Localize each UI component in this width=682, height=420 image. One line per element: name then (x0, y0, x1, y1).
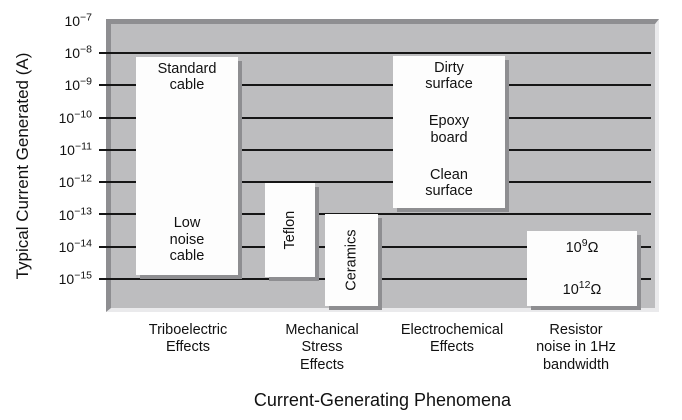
bar-label-standard-cable: Standard cable (157, 61, 217, 94)
y-axis-title: Typical Current Generated (A) (13, 52, 32, 280)
bar-label-epoxy-board: Epoxy board (428, 113, 470, 146)
bar-label-clean-surface: Clean surface (425, 166, 473, 199)
y-tick-label: 10−13 (58, 205, 92, 223)
gridline (99, 52, 651, 54)
x-category-triboelectric: Triboelectric Effects (148, 322, 228, 356)
bar-label-1e12-ohm: 1012Ω (562, 278, 602, 298)
range-bar-teflon: Teflon (265, 183, 315, 277)
gridline (99, 84, 651, 86)
bar-label-low-noise-cable: Low noise cable (169, 215, 205, 264)
range-bar-electrochemical: Dirty surface Epoxy board Clean surface (393, 56, 505, 208)
range-bar-triboelectric: Standard cable Low noise cable (136, 57, 238, 275)
gridline (99, 181, 651, 183)
y-tick-label: 10−11 (59, 140, 92, 158)
gridline (99, 149, 651, 151)
bar-label-teflon: Teflon (281, 210, 298, 250)
y-tick-label: 10−15 (58, 269, 92, 287)
range-bar-ceramics: Ceramics (325, 214, 378, 306)
y-tick-label: 10−8 (64, 43, 92, 61)
x-category-mechanical-stress: Mechanical Stress Effects (285, 322, 359, 373)
y-tick-label: 10−12 (58, 172, 92, 190)
x-axis-title: Current-Generating Phenomena (253, 390, 512, 410)
y-tick-label: 10−10 (58, 108, 92, 126)
bar-label-1e9-ohm: 109Ω (565, 237, 599, 256)
y-tick-label: 10−14 (58, 237, 92, 255)
range-bar-resistor-noise: 109Ω 1012Ω (527, 231, 637, 306)
plot-area: Standard cable Low noise cable Teflon Ce… (99, 19, 659, 312)
x-category-resistor-noise: Resistor noise in 1Hz bandwidth (536, 322, 616, 373)
x-category-electrochemical: Electrochemical Effects (400, 322, 504, 356)
y-tick-label: 10−7 (64, 11, 92, 29)
y-tick-label: 10−9 (64, 75, 92, 93)
bar-label-dirty-surface: Dirty surface (425, 60, 473, 93)
bar-label-ceramics: Ceramics (343, 229, 360, 291)
gridline (99, 117, 651, 119)
